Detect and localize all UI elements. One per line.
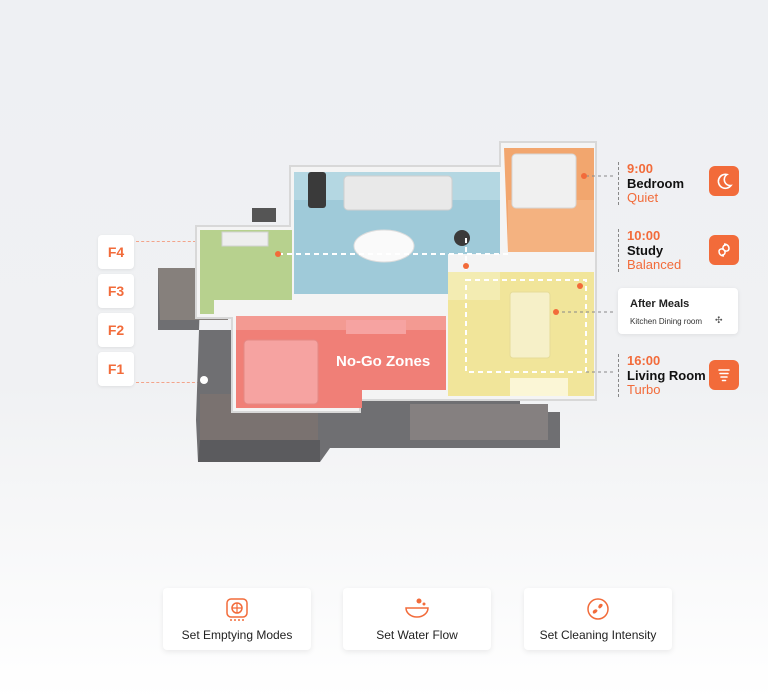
floor-tab-f3[interactable]: F3 [98,274,134,308]
schedule-room: Bedroom [627,176,685,191]
schedule-room: Study [627,243,664,258]
after-meals-card[interactable]: After Meals Kitchen Dining room ✣ [618,288,738,334]
floor-tab-f1[interactable]: F1 [98,352,134,386]
dining-zone [200,230,292,314]
bed-nogo [243,339,319,405]
moon-icon[interactable] [709,166,739,196]
floor-map [158,141,616,462]
sofa [343,175,453,211]
schedule-time: 10:00 [627,228,661,243]
living-path-outline [465,279,587,373]
nogo-zones-label: No-Go Zones [336,353,431,370]
floor-tab-f2[interactable]: F2 [98,313,134,347]
fan-icon [524,596,672,622]
schedule-mode: Balanced [627,257,682,272]
schedule-time: 9:00 [627,161,654,176]
floor-tab-f4[interactable]: F4 [98,235,134,269]
schedule-bedroom: 9:00 Bedroom Quiet [618,162,684,205]
coffee-table [353,229,415,263]
robot-vacuum [454,230,470,246]
turbo-icon[interactable] [709,360,739,390]
schedule-time: 16:00 [627,353,661,368]
schedule-study: 10:00 Study Balanced [618,229,681,272]
after-meals-rooms: Kitchen Dining room [630,317,703,326]
swirl-icon[interactable] [709,235,739,265]
set-cleaning-intensity-card[interactable]: Set Cleaning Intensity [524,588,672,650]
floor-f1-connector [136,382,200,383]
schedule-mode: Quiet [627,190,659,205]
armchair [308,172,326,208]
nogo-shelf [346,320,406,334]
lower-floor-room-c [410,404,548,440]
card-label: Set Emptying Modes [181,628,293,642]
schedule-mode: Turbo [627,382,661,397]
set-emptying-modes-card[interactable]: Set Emptying Modes [163,588,311,650]
living-counter [510,378,568,396]
lower-floor-edge [198,440,320,462]
floor-f4-connector [136,241,196,242]
dining-bench [221,231,269,247]
schedule-living-room: 16:00 Living Room Turbo [618,354,706,397]
after-meals-title: After Meals [630,298,690,310]
card-label: Set Cleaning Intensity [539,628,657,642]
water-bowl-icon [343,596,491,622]
set-water-flow-card[interactable]: Set Water Flow [343,588,491,650]
schedule-room: Living Room [627,368,706,383]
lower-floor-block [252,208,276,222]
living-cabinet [509,291,551,359]
bed-study [511,153,577,209]
fan-diamond-icon: ✣ [715,315,723,325]
card-label: Set Water Flow [376,628,458,642]
emptying-icon [163,596,311,622]
